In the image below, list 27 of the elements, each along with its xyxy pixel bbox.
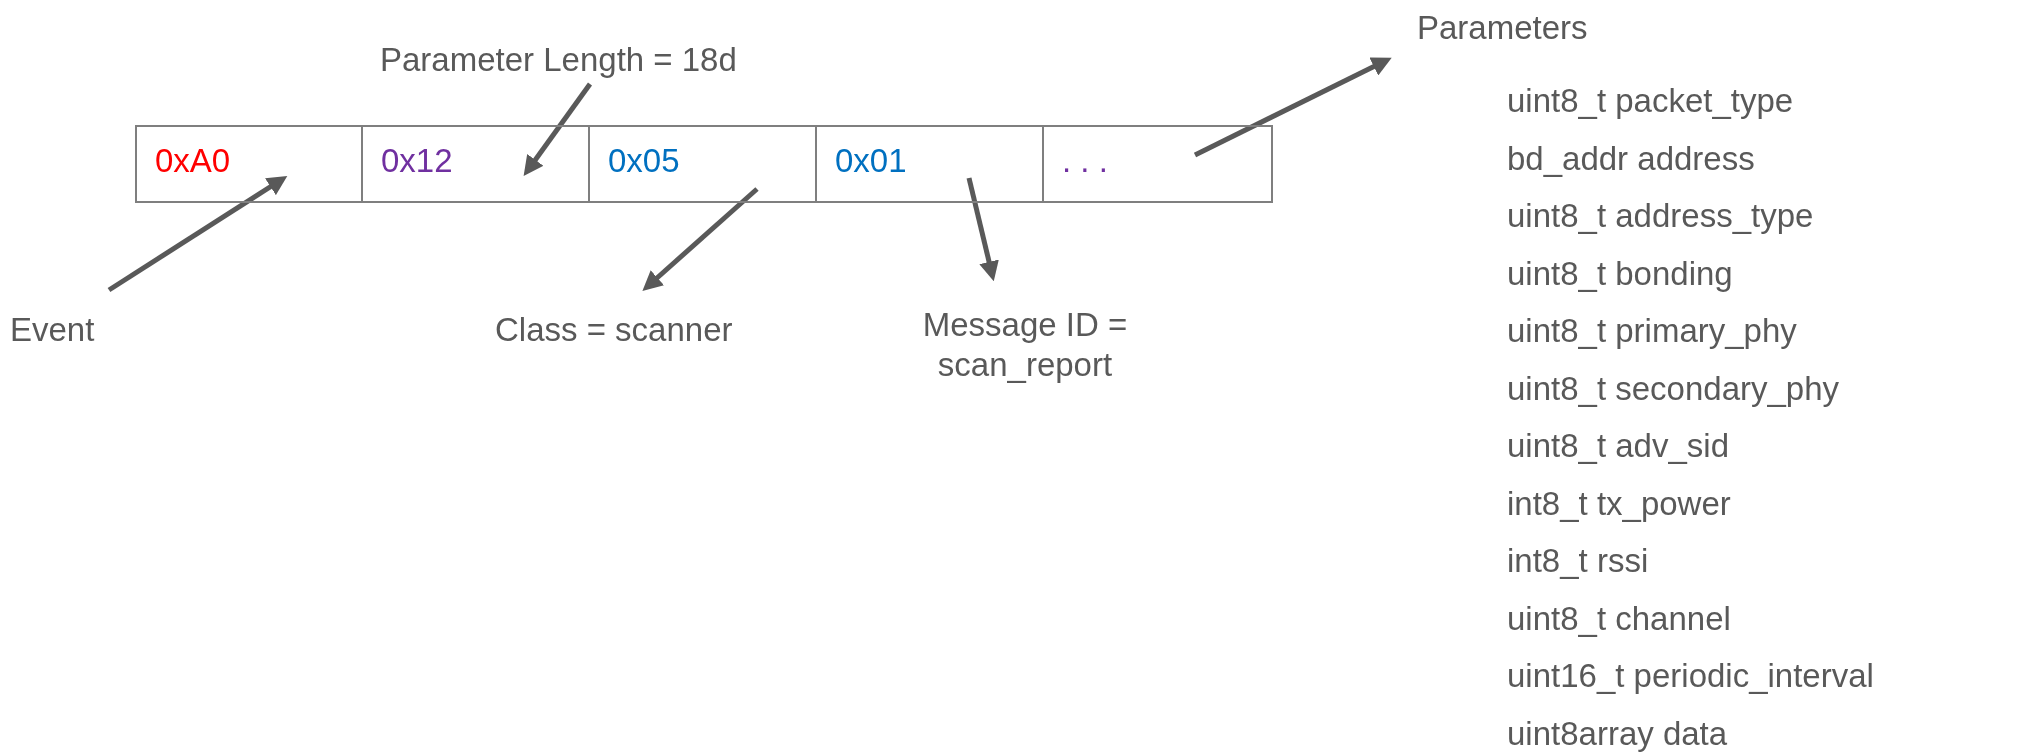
parameter-field: int8_t tx_power — [1507, 484, 1731, 523]
callout-text: Message ID = scan_report — [880, 305, 1170, 393]
packet-field-cell: 0x01 — [815, 125, 1044, 203]
parameter-field: int8_t rssi — [1507, 542, 1649, 580]
parameter-field: bd_addr address — [1507, 139, 1755, 178]
arrow — [966, 177, 999, 282]
parameter-field: uint8_t adv_sid — [1507, 427, 1729, 465]
packet-field-cell: . . . — [1042, 125, 1273, 203]
arrow — [642, 187, 759, 291]
parameter-field: uint8_t packet_type — [1507, 82, 1794, 120]
callout-text: Parameter Length = 18d — [380, 40, 850, 84]
packet-field-cell: 0x05 — [588, 125, 817, 203]
arrow — [1193, 57, 1392, 158]
heading: Parameters — [1417, 8, 1647, 52]
parameter-field: uint8array data — [1507, 714, 1728, 753]
parameter-field: uint16_t periodic_interval — [1507, 657, 1874, 695]
parameter-field: uint8_t channel — [1507, 599, 1731, 638]
parameter-field: uint8_t bonding — [1507, 254, 1733, 293]
callout-text: Event — [10, 310, 130, 354]
parameter-field: uint8_t primary_phy — [1507, 312, 1797, 350]
packet-field-cell: 0x12 — [361, 125, 590, 203]
callout-text: Class = scanner — [495, 310, 805, 354]
parameter-field: uint8_t secondary_phy — [1507, 369, 1840, 408]
arrow — [107, 175, 288, 293]
arrow — [523, 82, 593, 177]
packet-field-cell: 0xA0 — [135, 125, 363, 203]
parameter-field: uint8_t address_type — [1507, 197, 1814, 235]
